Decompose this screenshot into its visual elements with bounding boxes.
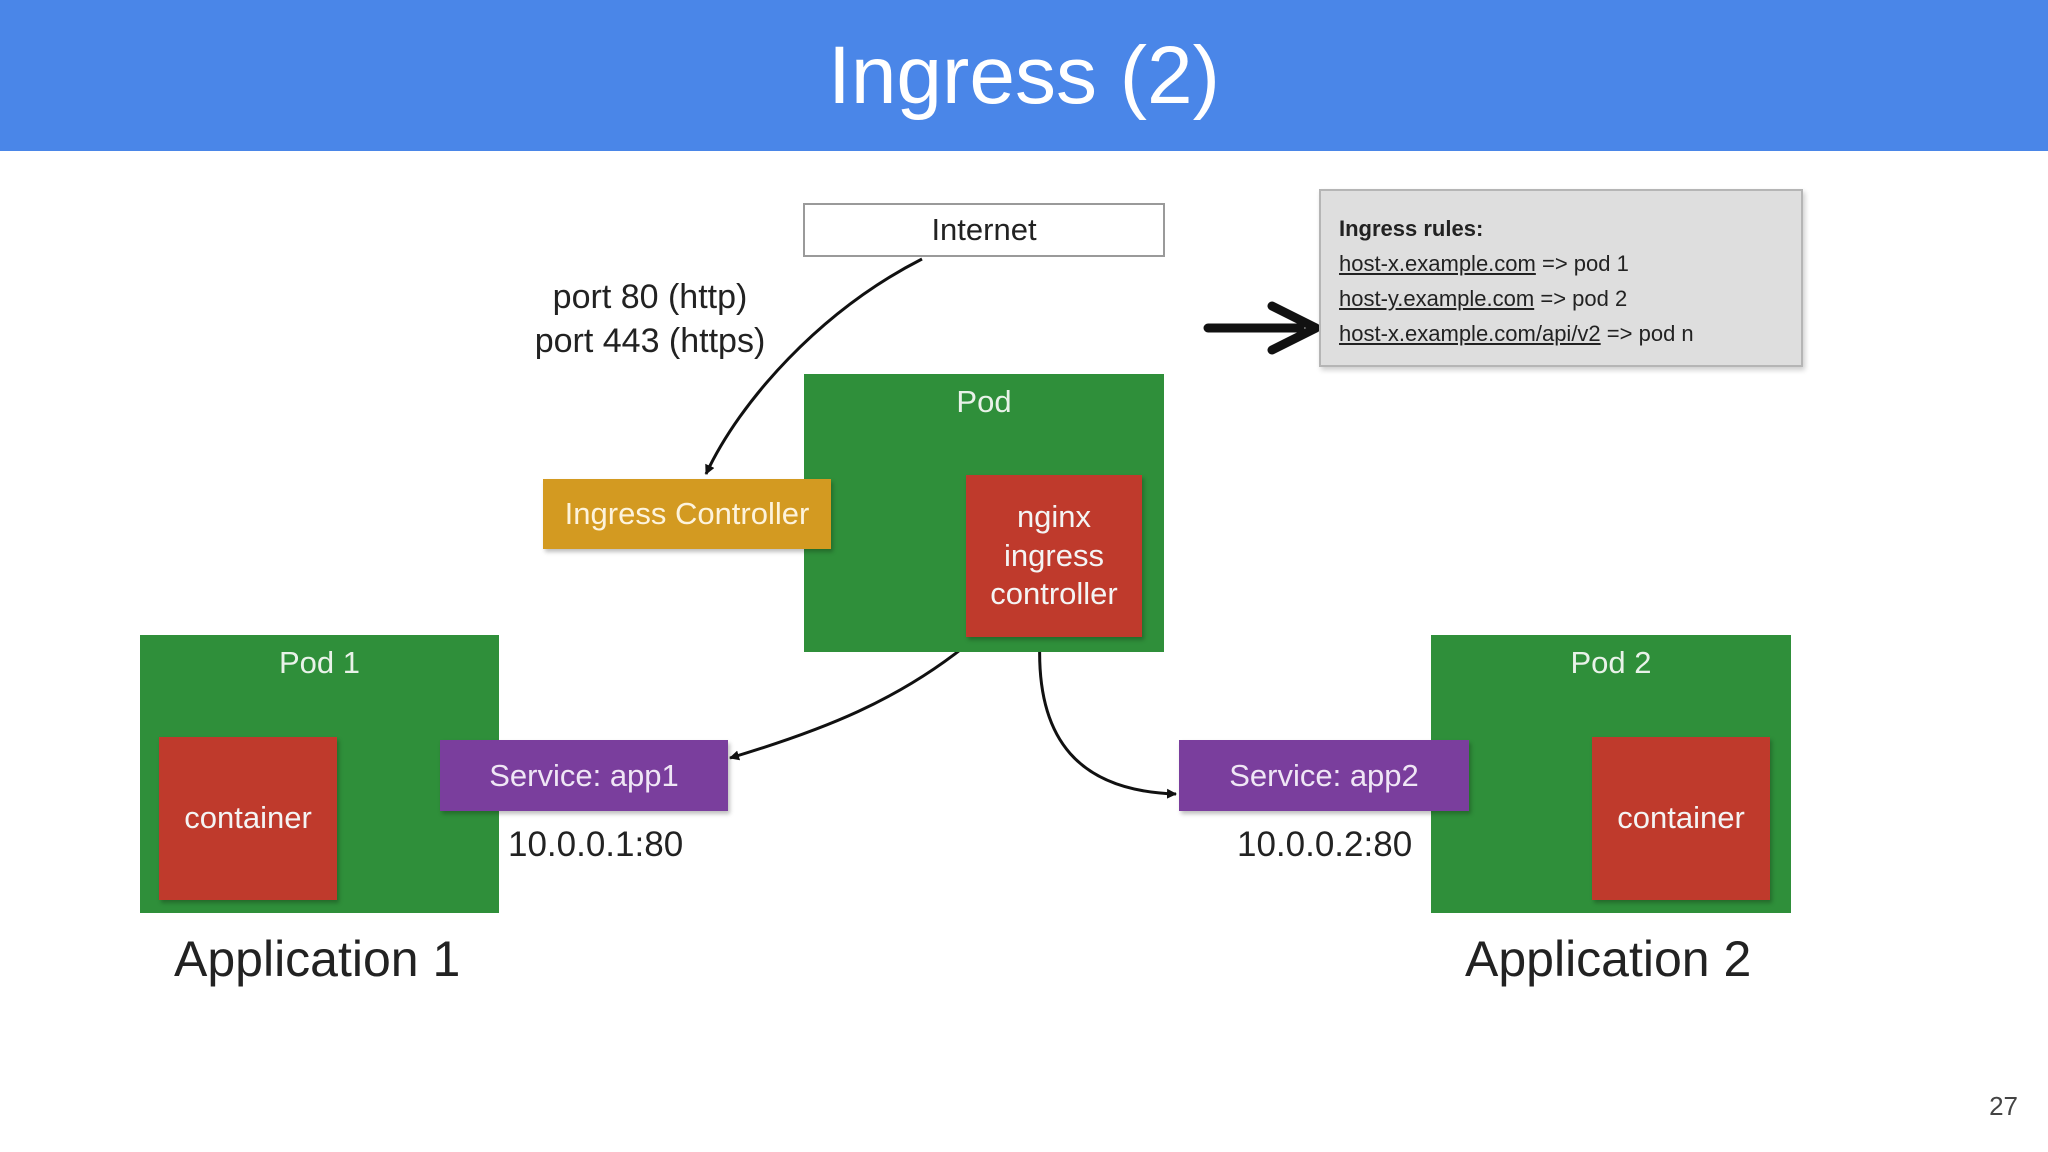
nginx-to-service-app2-arrow <box>1038 637 1177 799</box>
connector-layer <box>704 257 1321 799</box>
service-app2-box: Service: app2 <box>1179 740 1469 811</box>
rule-target: => pod n <box>1606 321 1694 346</box>
service-app2-label: Service: app2 <box>1229 757 1419 793</box>
nginx-ingress-controller-box: nginx ingress controller <box>966 475 1142 637</box>
pod-1-label: Pod 1 <box>278 645 360 680</box>
app1-container-label: container <box>184 800 312 836</box>
ingress-rule: host-y.example.com => pod 2 <box>1339 281 1783 316</box>
rule-host: host-x.example.com <box>1339 251 1536 276</box>
rule-target: => pod 2 <box>1540 286 1628 311</box>
nginx-ingress-controller-label: nginx ingress controller <box>990 498 1118 612</box>
ingress-controller-box: Ingress Controller <box>543 479 831 549</box>
rule-host: host-x.example.com/api/v2 <box>1339 321 1601 346</box>
internet-box: Internet <box>803 203 1165 257</box>
ingress-rule: host-x.example.com/api/v2 => pod n <box>1339 316 1783 351</box>
app2-ip-label: 10.0.0.2:80 <box>1237 825 1413 864</box>
port-http-label: port 80 (http) <box>552 278 748 316</box>
app1-ip-label: 10.0.0.1:80 <box>508 825 684 864</box>
application-1-title: Application 1 <box>174 931 461 987</box>
internet-label: Internet <box>931 212 1037 247</box>
service-app1-box: Service: app1 <box>440 740 728 811</box>
ingress-controller-label: Ingress Controller <box>564 496 810 531</box>
pod-2-label: Pod 2 <box>1570 645 1652 680</box>
center-pod-label: Pod <box>956 384 1012 419</box>
app1-container-box: container <box>159 737 337 900</box>
service-app1-label: Service: app1 <box>489 757 679 793</box>
rules-pointer-arrow <box>1203 301 1321 355</box>
ingress-diagram: Internet port 80 (http) port 443 (https)… <box>0 151 2048 1152</box>
internet-to-ingress-arrow <box>704 257 923 475</box>
ingress-rules-title: Ingress rules: <box>1339 216 1484 241</box>
rule-host: host-y.example.com <box>1339 286 1535 311</box>
title-bar: Ingress (2) <box>0 0 2048 151</box>
ingress-rule: host-x.example.com => pod 1 <box>1339 246 1783 281</box>
app2-container-label: container <box>1617 800 1745 836</box>
port-labels: port 80 (http) port 443 (https) <box>520 275 780 363</box>
page-number: 27 <box>1989 1091 2018 1121</box>
nginx-to-service-app1-arrow <box>729 636 976 761</box>
rule-target: => pod 1 <box>1541 251 1629 276</box>
port-https-label: port 443 (https) <box>534 322 766 360</box>
slide-title: Ingress (2) <box>828 29 1220 121</box>
application-2-title: Application 2 <box>1465 931 1752 987</box>
app2-container-box: container <box>1592 737 1770 900</box>
ingress-rules-box: Ingress rules: host-x.example.com => pod… <box>1319 189 1803 367</box>
